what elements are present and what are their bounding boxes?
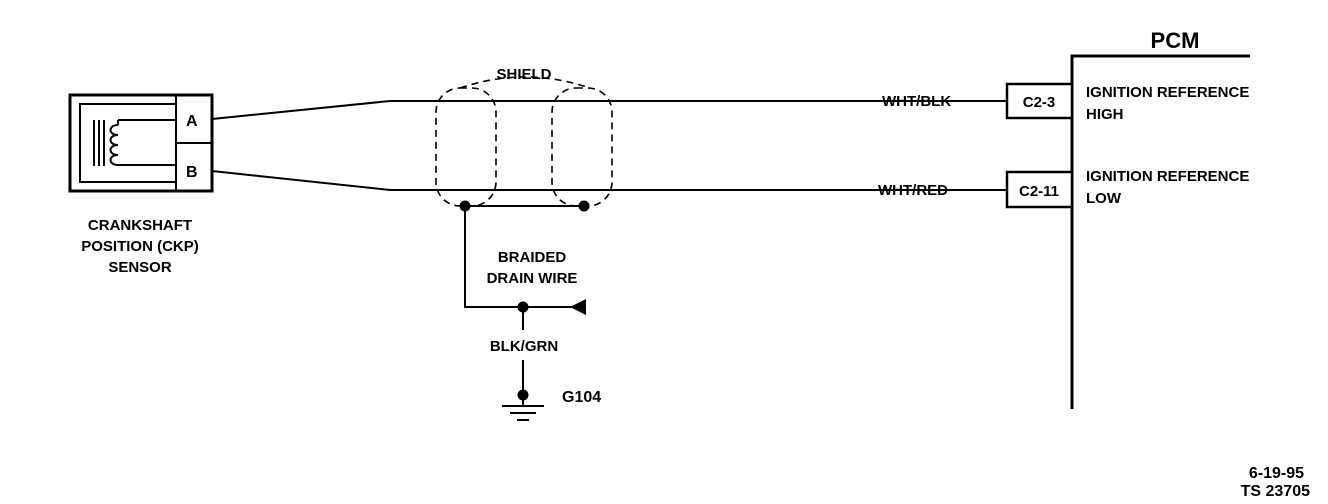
pcm-lower-label-line1: IGNITION REFERENCE: [1086, 168, 1249, 185]
shield-label: SHIELD: [496, 66, 551, 83]
pcm-outline: [1070, 54, 1250, 409]
drain-label-line1: BRAIDED: [498, 249, 567, 266]
sensor-coil-icon: [109, 119, 176, 166]
ckp-sensor: A B CRANKSHAFT POSITION (CKP) SENSOR: [68, 93, 214, 276]
connector-lower-box: [1005, 170, 1074, 209]
wire-lower-color: WHT/RED: [878, 182, 948, 199]
connector-lower-label: C2-11: [1019, 183, 1059, 200]
drain-wire: BRAIDED DRAIN WIRE BLK/GRN G104: [459, 200, 601, 421]
wire-lower: [211, 170, 1005, 191]
drain-splice-right: [578, 200, 590, 212]
sensor-label-line2: POSITION (CKP): [81, 238, 199, 255]
pcm: PCM C2-3 C2-11 IGNITION REFERENCE HIGH I…: [984, 28, 1250, 409]
ground-label: G104: [562, 389, 601, 406]
connector-upper-box: [1005, 82, 1074, 120]
drain-wire-color: BLK/GRN: [490, 338, 558, 355]
sensor-core-icon: [93, 120, 105, 166]
connector-upper-label: C2-3: [1023, 94, 1056, 111]
wire-upper: [211, 100, 1005, 120]
shield-left: [435, 87, 497, 207]
sensor-label-line3: SENSOR: [108, 259, 172, 276]
ground-icon: [502, 395, 544, 421]
signal-wires: WHT/BLK WHT/RED: [211, 93, 1005, 199]
wire-upper-color: WHT/BLK: [882, 93, 951, 110]
shield-top-dash: [459, 76, 591, 89]
sensor-pin-b-label: B: [186, 164, 198, 181]
drain-path: [464, 206, 578, 308]
pcm-title: PCM: [1151, 28, 1200, 53]
footer-code: TS 23705: [1241, 483, 1310, 500]
pcm-lower-label-line2: LOW: [1086, 190, 1122, 207]
diagram-footer: 6-19-95 TS 23705: [1241, 465, 1310, 500]
sensor-inner-frame: [79, 103, 176, 183]
footer-date: 6-19-95: [1249, 465, 1304, 482]
sensor-label-line1: CRANKSHAFT: [88, 217, 192, 234]
shield: SHIELD: [435, 66, 613, 207]
pcm-upper-label-line1: IGNITION REFERENCE: [1086, 84, 1249, 101]
drain-end-arrow-icon: [570, 299, 586, 315]
sensor-pin-a-label: A: [186, 113, 198, 130]
drain-label-line2: DRAIN WIRE: [487, 270, 578, 287]
shield-right: [551, 87, 613, 207]
pcm-upper-label-line2: HIGH: [1086, 106, 1124, 123]
